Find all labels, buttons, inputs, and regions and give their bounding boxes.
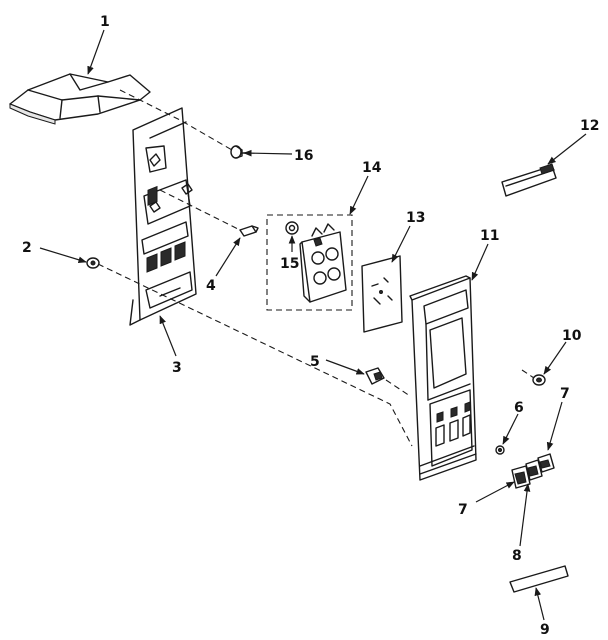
callout-14: 14 <box>362 160 382 176</box>
callout-15: 15 <box>280 256 299 272</box>
callout-5: 5 <box>310 354 320 370</box>
callout-labels: 1 2 3 4 5 6 7 7 8 9 10 11 12 13 14 15 16 <box>22 14 599 638</box>
callout-11: 11 <box>480 228 499 244</box>
callout-2: 2 <box>22 240 32 256</box>
callout-1: 1 <box>100 14 110 30</box>
callout-10: 10 <box>562 328 582 344</box>
part-7-switch-lower <box>511 465 531 489</box>
callout-9: 9 <box>540 622 550 638</box>
assembly-lines <box>97 89 535 447</box>
callout-6: 6 <box>514 400 524 416</box>
part-9-label-strip <box>509 565 569 593</box>
callout-8: 8 <box>512 548 522 564</box>
part-13-circuit-board <box>361 255 403 333</box>
callout-4: 4 <box>206 278 216 294</box>
callout-7-upper: 7 <box>560 386 570 402</box>
part-6-button <box>495 445 505 455</box>
part-12-trim-strip <box>501 163 557 197</box>
part-14-switch-module <box>299 223 347 303</box>
part-7-switch-upper <box>537 453 555 473</box>
part-8-switch <box>525 459 543 481</box>
part-2-nut <box>86 257 100 269</box>
part-5-clip <box>365 367 385 385</box>
callout-12: 12 <box>580 118 599 134</box>
part-1-top-cover <box>9 73 151 125</box>
callout-3: 3 <box>172 360 182 376</box>
part-14-switch-assembly-frame <box>266 214 353 311</box>
callout-13: 13 <box>406 210 425 226</box>
part-16-screw <box>230 145 251 159</box>
part-15-knob <box>285 221 299 235</box>
callout-16: 16 <box>294 148 313 164</box>
leader-lines <box>39 29 587 621</box>
callout-7-lower: 7 <box>458 502 468 518</box>
part-4-pin <box>239 225 259 237</box>
part-3-mounting-plate <box>129 107 197 326</box>
part-11-front-panel <box>409 275 477 481</box>
part-10-knob <box>532 374 546 386</box>
